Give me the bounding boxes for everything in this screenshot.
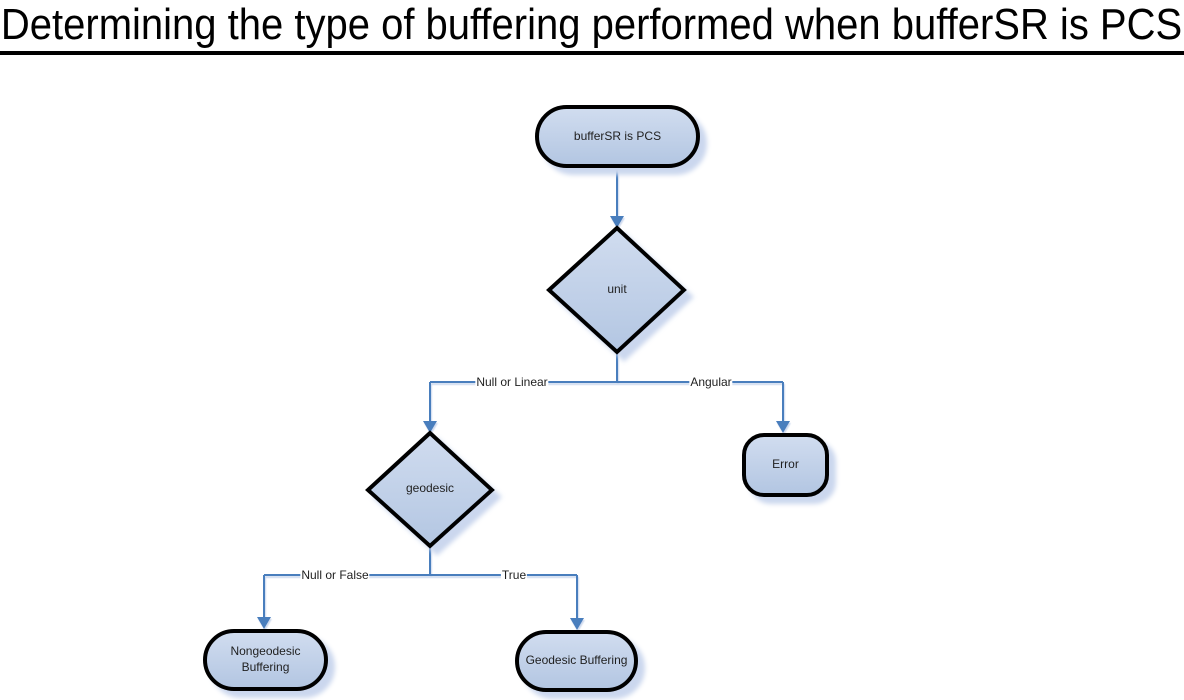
decision-shapes — [365, 225, 687, 549]
node-unit-diamond — [546, 225, 687, 355]
arrowhead-into-geodesic — [423, 421, 437, 433]
edge-label-null-or-linear: Null or Linear — [475, 375, 549, 389]
edge-label-true: True — [500, 568, 528, 582]
node-geodesic-diamond — [365, 430, 495, 549]
edge-label-angular: Angular — [689, 375, 733, 389]
node-error-label: Error — [772, 457, 799, 472]
node-start-terminator: bufferSR is PCS — [535, 105, 700, 168]
page-title: Determining the type of buffering perfor… — [0, 1, 1184, 56]
arrowhead-into-geodesic-buffering — [570, 618, 584, 630]
title-bar: Determining the type of buffering perfor… — [0, 1, 1184, 56]
node-nongeodesic-terminator: Nongeodesic Buffering — [203, 629, 328, 691]
arrowhead-into-unit — [610, 216, 624, 228]
node-geodesic-buffering-terminator: Geodesic Buffering — [515, 630, 638, 692]
arrowhead-into-error — [776, 421, 790, 433]
edge-label-null-or-false: Null or False — [300, 568, 370, 582]
node-geodesic-buffering-label: Geodesic Buffering — [525, 653, 628, 668]
edge-geodesic-branches — [263, 546, 578, 618]
connector-lines — [257, 170, 790, 630]
edge-unit-branches — [429, 352, 784, 421]
node-error-terminator: Error — [742, 433, 829, 497]
node-start-label: bufferSR is PCS — [573, 128, 662, 143]
node-geodesic-label: geodesic — [405, 481, 455, 495]
arrowhead-into-nongeodesic — [257, 617, 271, 629]
node-unit-label: unit — [607, 282, 627, 296]
node-nongeodesic-label: Nongeodesic Buffering — [230, 644, 301, 674]
